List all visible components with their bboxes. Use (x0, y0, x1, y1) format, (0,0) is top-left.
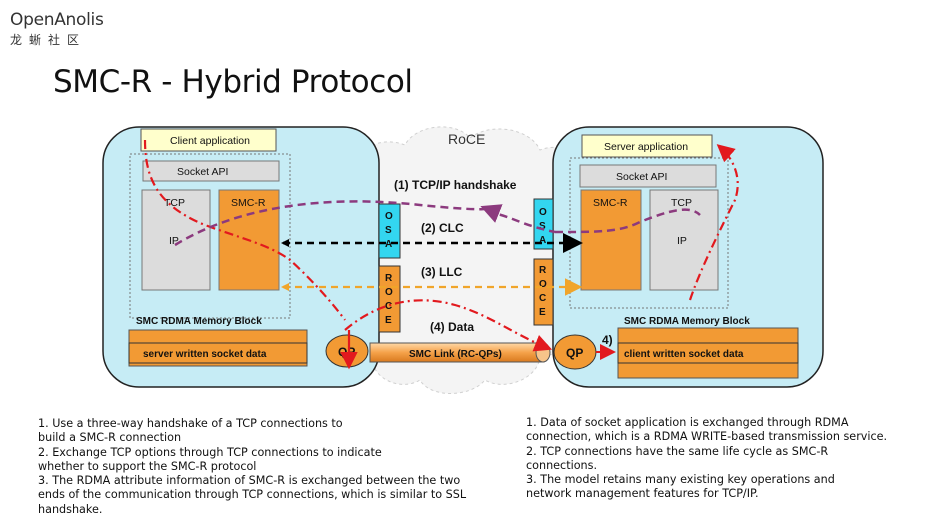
red-flow-data (344, 299, 553, 352)
client-socket-api-label: Socket API (177, 166, 228, 178)
purple-handshake-right (554, 208, 701, 234)
purple-handshake-left (174, 200, 503, 247)
client-osa-letter-0: O (385, 211, 393, 222)
server-memory-block-label: SMC RDMA Memory Block (624, 316, 750, 327)
server-osa-adapter: O S A (533, 198, 554, 250)
client-socket-data-box (128, 342, 308, 364)
server-roce-letter-1: O (539, 279, 547, 290)
client-ip-label: IP (169, 235, 179, 247)
client-osa-letter-1: S (385, 225, 392, 236)
client-socket-api-box (142, 160, 280, 182)
note-line: ends of the communication through TCP co… (38, 488, 467, 502)
server-smcr-label: SMC-R (593, 197, 628, 209)
brand-subtitle: 龙蜥社区 (10, 33, 87, 47)
red-flow-client-down (143, 139, 346, 321)
client-smcr-label: SMC-R (231, 197, 266, 209)
smc-link-label: SMC Link (RC-QPs) (409, 349, 502, 360)
server-roce-letter-2: C (539, 293, 546, 304)
server-host: Server application Socket API SMC-R TCP … (552, 126, 824, 388)
server-smcr-box (580, 189, 642, 291)
note-line: network management features for TCP/IP. (526, 487, 759, 501)
server-socket-data-box (617, 342, 799, 364)
client-socket-data-label: server written socket data (143, 349, 267, 360)
slide-title: SMC-R - Hybrid Protocol (53, 64, 413, 100)
note-line: connections. (526, 458, 598, 472)
server-osa-letter-0: O (539, 207, 547, 218)
step-label-handshake: (1) TCP/IP handshake (394, 178, 517, 192)
server-qp: QP (553, 334, 597, 370)
note-line: 3. The RDMA attribute information of SMC… (38, 474, 461, 488)
server-osa-letter-2: A (539, 235, 546, 246)
client-stack-frame (129, 153, 291, 319)
note-line: 2. TCP connections have the same life cy… (526, 444, 829, 458)
notes-left: 1. Use a three-way handshake of a TCP co… (38, 417, 488, 517)
client-qp-label: QP (338, 345, 355, 359)
server-socket-api-box (579, 164, 717, 188)
step-label-4: 4) (602, 333, 613, 347)
notes-right: 1. Data of socket application is exchang… (526, 416, 926, 502)
note-line: 1. Use a three-way handshake of a TCP co… (38, 417, 343, 430)
server-tcp-ip-box (649, 189, 719, 291)
server-roce-letter-3: E (539, 307, 546, 318)
client-roce-letter-0: R (385, 273, 393, 284)
client-tcp-ip-box (141, 189, 211, 291)
note-line: 2. Exchange TCP options through TCP conn… (38, 445, 382, 459)
roce-cloud-label: RoCE (448, 131, 485, 147)
note-line: whether to support the SMC-R protocol (38, 459, 257, 473)
client-osa-letter-2: A (385, 239, 392, 250)
note-line: 3. The model retains many existing key o… (526, 473, 835, 487)
note-line: connection, which is a RDMA WRITE-based … (526, 430, 888, 444)
client-roce-letter-2: C (385, 301, 392, 312)
purple-handshake-mid (486, 210, 556, 234)
note-line: 1. Data of socket application is exchang… (526, 416, 849, 429)
server-ip-label: IP (677, 235, 687, 247)
server-qp-label: QP (566, 346, 583, 360)
server-application-label: Server application (604, 141, 688, 153)
client-application-box (140, 128, 277, 152)
server-roce-adapter: R O C E (533, 258, 554, 326)
server-socket-data-label: client written socket data (624, 349, 744, 360)
server-application-box (581, 134, 713, 158)
red-flow-server-up (688, 144, 739, 301)
client-roce-adapter: R O C E (378, 265, 401, 333)
note-line: build a SMC-R connection (38, 431, 182, 445)
client-qp: QP (325, 334, 369, 368)
smc-r-diagram: RoCE Client application Socket API TCP I… (102, 126, 824, 394)
step-label-clc: (2) CLC (421, 221, 464, 235)
server-osa-letter-1: S (539, 221, 546, 232)
client-tcp-label: TCP (164, 197, 185, 209)
smc-link: SMC Link (RC-QPs) (369, 342, 551, 363)
client-host: Client application Socket API TCP IP SMC… (102, 126, 380, 388)
brand-logo: OpenAnolis (10, 10, 104, 30)
step-label-llc: (3) LLC (421, 265, 463, 279)
client-roce-letter-3: E (385, 315, 392, 326)
server-tcp-label: TCP (671, 197, 692, 209)
note-line: handshake. (38, 502, 103, 516)
client-application-label: Client application (170, 135, 250, 147)
server-socket-api-label: Socket API (616, 171, 667, 183)
client-memory-block-label: SMC RDMA Memory Block (136, 316, 262, 327)
step-label-data: (4) Data (430, 320, 474, 334)
client-roce-letter-1: O (385, 287, 393, 298)
client-osa-adapter: O S A (378, 203, 401, 259)
server-roce-letter-0: R (539, 265, 547, 276)
